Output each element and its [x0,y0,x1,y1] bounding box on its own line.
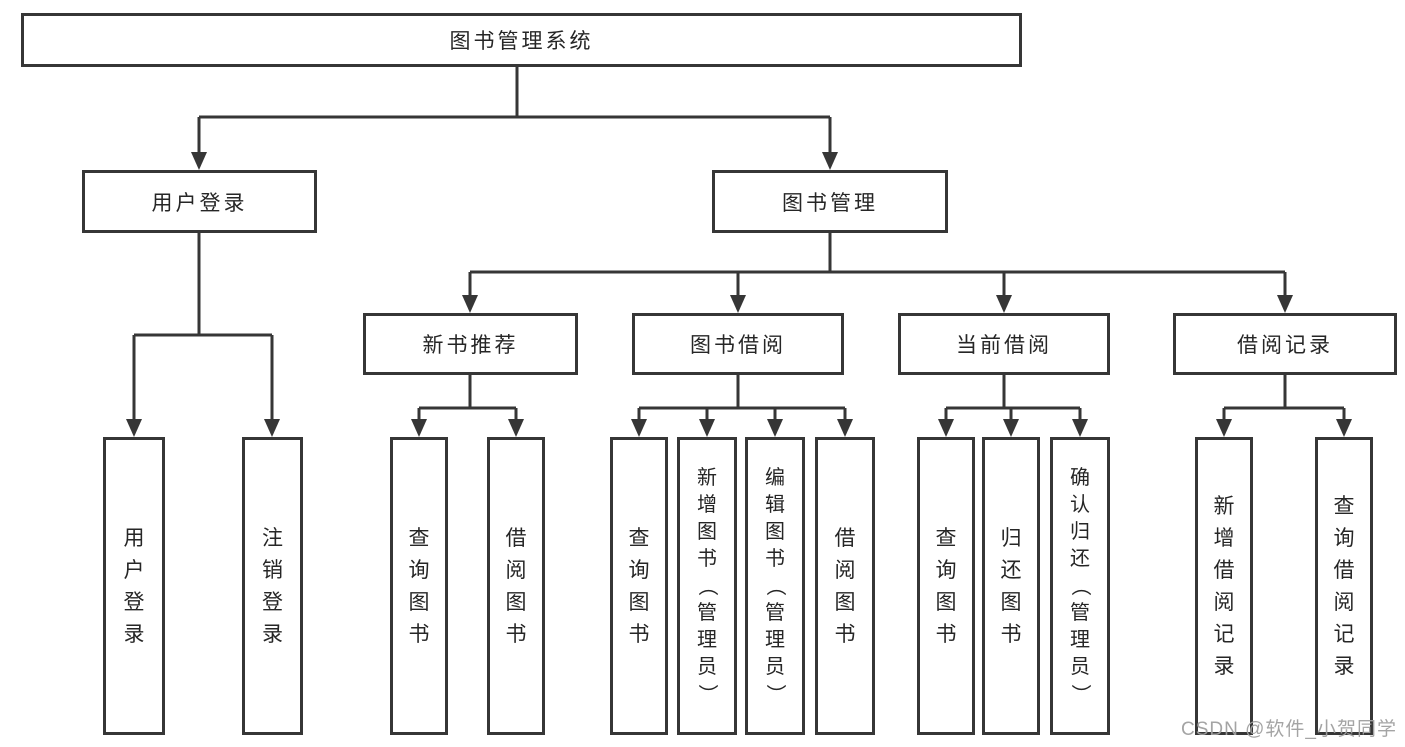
diagram-node-library-system: 图书管理系统 [21,13,1022,67]
arrow-down-icon [837,419,853,437]
arrow-down-icon [938,419,954,437]
diagram-node-edit-book-admin: 编辑图书（管理员） [745,437,805,735]
diagram-node-query-book-borrow: 查询图书 [610,437,668,735]
node-label: 借阅图书 [834,526,856,646]
node-label: 用户登录 [151,191,248,215]
arrow-down-icon [462,295,478,313]
arrow-down-icon [730,295,746,313]
diagram-node-confirm-return-admin: 确认归还（管理员） [1050,437,1110,735]
arrow-down-icon [1216,419,1232,437]
node-label: 确认归还（管理员） [1069,467,1091,704]
diagram-node-borrow-record: 借阅记录 [1173,313,1397,375]
node-label: 注销登录 [262,526,283,646]
diagram-node-query-borrow-record: 查询借阅记录 [1315,437,1373,735]
diagram-node-add-borrow-record: 新增借阅记录 [1195,437,1253,735]
connector-record-to-leaves [1216,375,1352,437]
diagram-node-user-login-action: 用户登录 [103,437,165,735]
node-label: 用户登录 [123,526,145,646]
node-label: 图书管理系统 [449,30,594,53]
arrow-down-icon [411,419,427,437]
diagram-node-add-book-admin: 新增图书（管理员） [677,437,737,735]
arrow-down-icon [631,419,647,437]
node-label: 新书推荐 [422,334,519,357]
node-label: 查询借阅记录 [1333,494,1355,678]
node-label: 新增图书（管理员） [696,467,718,704]
diagram-node-user-login: 用户登录 [82,170,317,233]
connector-borrow-to-leaves [631,375,853,437]
diagram-node-borrow-book: 借阅图书 [815,437,875,735]
arrow-down-icon [1003,419,1019,437]
node-label: 借阅图书 [505,526,527,646]
node-label: 归还图书 [1000,526,1022,646]
connector-root-to-level2 [191,67,838,170]
connector-current-to-leaves [938,375,1088,437]
diagram-node-logout: 注销登录 [242,437,303,735]
arrow-down-icon [508,419,524,437]
diagram-node-return-book: 归还图书 [982,437,1040,735]
arrow-down-icon [1072,419,1088,437]
node-label: 查询图书 [408,526,430,646]
connector-login-to-leaves [126,233,280,437]
node-label: 图书借阅 [690,334,786,357]
connector-new-to-leaves [411,375,524,437]
node-label: 借阅记录 [1237,334,1333,357]
node-label: 查询图书 [628,526,650,646]
arrow-down-icon [767,419,783,437]
diagram-node-query-book-recommend: 查询图书 [390,437,448,735]
arrow-down-icon [822,152,838,170]
arrow-down-icon [1277,295,1293,313]
node-label: 编辑图书（管理员） [764,467,786,704]
diagram-node-query-book-current: 查询图书 [917,437,975,735]
arrow-down-icon [191,152,207,170]
arrow-down-icon [996,295,1012,313]
csdn-watermark: CSDN @软件_小贺同学 [1181,719,1397,740]
arrow-down-icon [126,419,142,437]
node-label: 查询图书 [935,526,957,646]
diagram-node-book-borrow: 图书借阅 [632,313,844,375]
diagram-node-borrow-book-recommend: 借阅图书 [487,437,545,735]
diagram-node-current-borrow: 当前借阅 [898,313,1110,375]
arrow-down-icon [699,419,715,437]
diagram-node-book-management: 图书管理 [712,170,948,233]
node-label: 图书管理 [782,191,878,215]
connector-mgmt-to-level3 [462,233,1293,313]
node-label: 当前借阅 [956,334,1052,357]
diagram-node-new-book-recommend: 新书推荐 [363,313,578,375]
arrow-down-icon [264,419,280,437]
arrow-down-icon [1336,419,1352,437]
node-label: 新增借阅记录 [1213,494,1235,678]
